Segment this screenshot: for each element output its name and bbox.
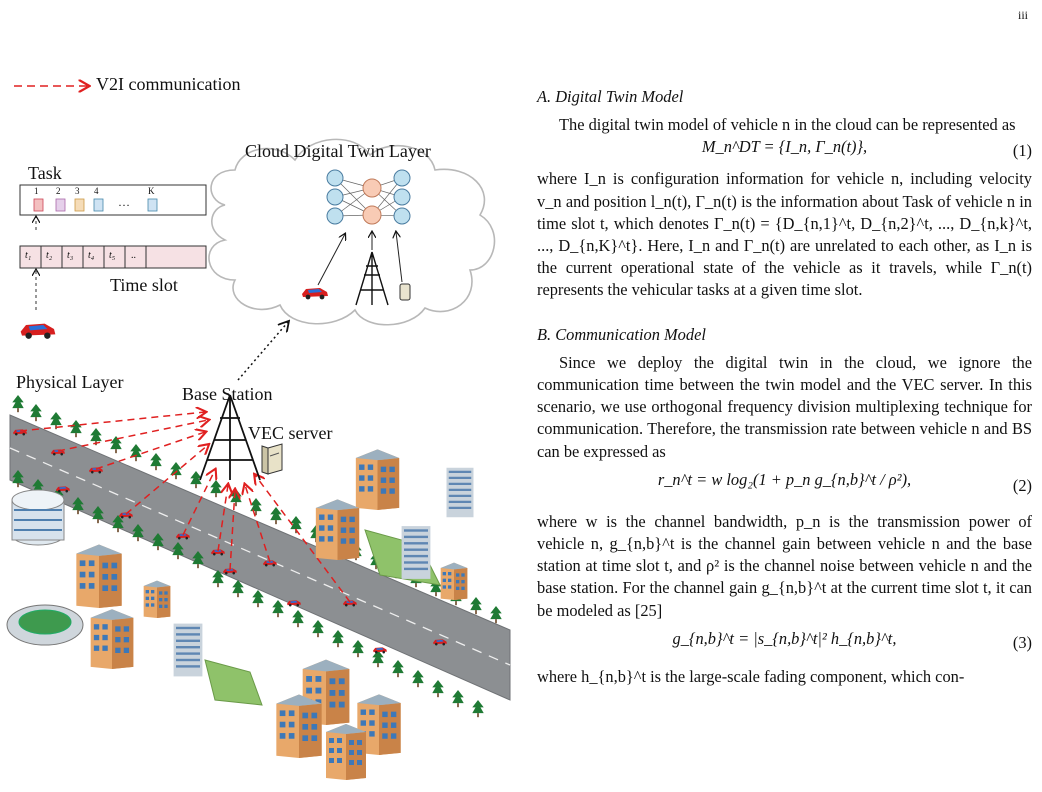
base-station-icon xyxy=(199,394,261,481)
equation-3: g_{n,b}^t = |s_{n,b}^t|² h_{n,b}^t, (3) xyxy=(537,622,1032,666)
equation-1-number: (1) xyxy=(1012,141,1032,161)
cloud-base-station-icon xyxy=(355,251,389,306)
park-icon xyxy=(204,659,263,706)
building-icon xyxy=(173,623,203,677)
legend-label: V2I communication xyxy=(96,74,241,94)
equation-3-number: (3) xyxy=(1012,632,1032,652)
system-model-figure: V2I communication Cloud Digital Twin Lay… xyxy=(0,0,520,792)
section-b-paragraph-3: where h_{n,b}^t is the large-scale fadin… xyxy=(537,666,965,686)
text-column: A. Digital Twin Model The digital twin m… xyxy=(537,86,1032,688)
vehicle-icon xyxy=(20,323,56,339)
section-b-heading: B. Communication Model xyxy=(537,324,706,344)
equation-2-body: r_n^t = w log₂(1 + p_n g_{n,b}^t / ρ²), xyxy=(657,469,912,489)
section-b-paragraph-2: where w is the channel bandwidth, p_n is… xyxy=(537,511,1032,620)
time-slot-label: Time slot xyxy=(110,275,178,295)
building-icon xyxy=(90,609,134,669)
building-icon xyxy=(446,467,474,518)
building-icon xyxy=(401,526,431,579)
building-icon xyxy=(76,544,122,608)
stadium-icon xyxy=(6,604,84,646)
equation-2: r_n^t = w log₂(1 + p_n g_{n,b}^t / ρ²), … xyxy=(537,463,1032,511)
task-document-icons xyxy=(33,198,158,212)
building-icon xyxy=(143,580,171,618)
cloud-shape xyxy=(208,138,496,326)
vec-server-icon xyxy=(261,443,283,475)
figure-graphics xyxy=(6,0,520,792)
building-icon xyxy=(355,449,400,510)
building-icon xyxy=(326,724,366,780)
building-icon xyxy=(276,694,322,758)
section-a-paragraph-2: where I_n is configuration information f… xyxy=(537,169,1032,300)
cloud-layer-label: Cloud Digital Twin Layer xyxy=(245,141,431,161)
cloud-server-icon xyxy=(399,283,411,301)
equation-2-number: (2) xyxy=(1012,475,1032,495)
page-number: iii xyxy=(1017,8,1028,22)
vec-server-label: VEC server xyxy=(248,423,333,443)
equation-3-body: g_{n,b}^t = |s_{n,b}^t|² h_{n,b}^t, xyxy=(672,628,897,648)
equation-1: M_n^DT = {I_n, Γ_n(t)}, (1) xyxy=(537,136,1032,168)
task-label: Task xyxy=(28,163,62,183)
section-a-paragraph-1: The digital twin model of vehicle n in t… xyxy=(559,115,1016,135)
physical-layer-label: Physical Layer xyxy=(16,372,124,392)
equation-1-body: M_n^DT = {I_n, Γ_n(t)}, xyxy=(701,137,868,157)
building-icon xyxy=(440,562,468,600)
base-station-label: Base Station xyxy=(182,384,273,404)
section-b-paragraph-1: Since we deploy the digital twin in the … xyxy=(537,352,1032,461)
building-icon xyxy=(315,499,360,560)
section-a-heading: A. Digital Twin Model xyxy=(537,87,684,106)
office-building-icon xyxy=(11,489,65,546)
